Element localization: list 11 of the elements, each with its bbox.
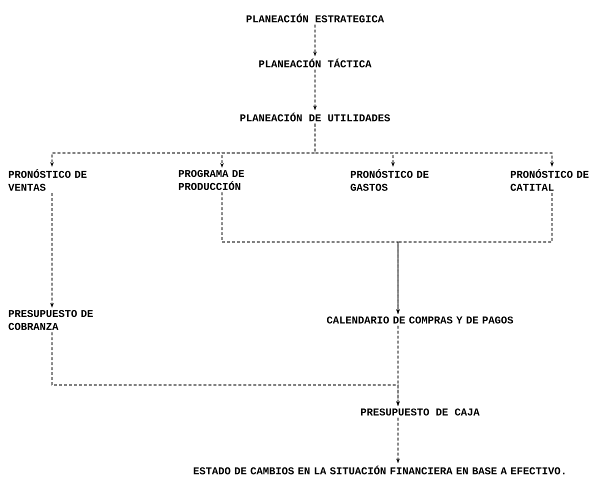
text-label: PLANEACIÓN DE UTILIDADES — [240, 112, 390, 122]
text-label: PRONÓSTICO DE CATITAL — [510, 169, 589, 191]
text-label: PRESUPUESTO DE CAJA — [361, 408, 480, 416]
text-label: PLANEACIÓN ESTRATEGICA — [246, 14, 384, 22]
text-label: PRONÓSTICO DE GASTOS — [350, 169, 429, 191]
text-label: PRESUPUESTO DE COBRANZA — [8, 310, 93, 330]
text-label: PLANEACIÓN TÁCTICA — [259, 58, 372, 68]
text-label: PROGRAMA DE PRODUCCIÓN — [178, 170, 244, 190]
text-label: CALENDARIO DE COMPRAS Y DE PAGOS — [326, 316, 514, 324]
text-label: ESTADO DE CAMBIOS EN LA SITUACIÓN FINANCIERA EN BASE A EFECTIVO. — [194, 466, 564, 474]
text-label: PRONÓSTICO DE VENTAS — [8, 169, 87, 191]
